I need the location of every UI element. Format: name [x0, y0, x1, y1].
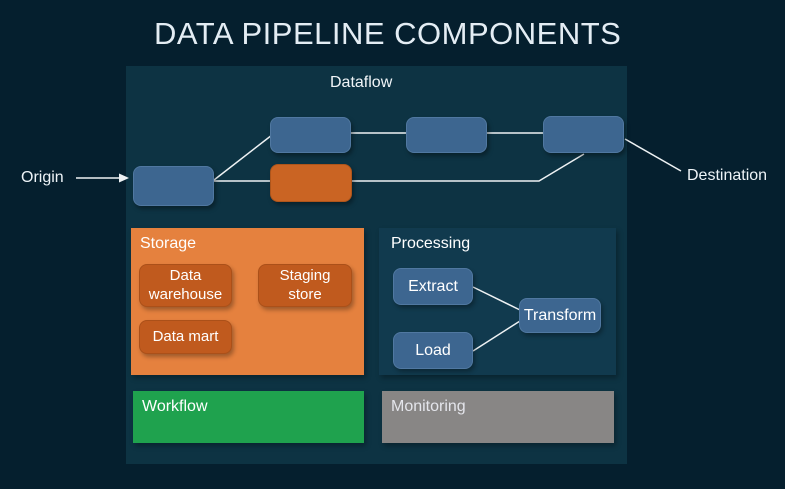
storage-item-label: Data mart: [152, 327, 219, 345]
destination-label: Destination: [687, 167, 768, 184]
monitoring-panel-label: Monitoring: [391, 398, 466, 415]
processing-node-label: Load: [415, 341, 451, 359]
storage-item-staging-store: Staging store: [258, 264, 352, 307]
processing-connector-layer: [472, 286, 521, 352]
workflow-panel: Workflow: [133, 391, 364, 443]
processing-node-extract: Extract: [393, 268, 473, 305]
processing-node-label: Extract: [408, 277, 458, 295]
storage-item-label: Staging store: [279, 266, 331, 303]
pipeline-node-top-1: [270, 117, 351, 153]
origin-label: Origin: [21, 169, 64, 186]
monitoring-panel: Monitoring: [382, 391, 614, 443]
connector-extract-transform: [472, 286, 521, 311]
pipeline-node-top-2: [406, 117, 487, 153]
storage-item-data-mart: Data mart: [139, 320, 232, 354]
connector-node1-node2: [213, 134, 273, 181]
storage-item-data-warehouse: Data warehouse: [139, 264, 232, 307]
processing-panel-label: Processing: [391, 235, 471, 252]
processing-node-label: Transform: [523, 306, 597, 324]
processing-node-load: Load: [393, 332, 473, 369]
processing-panel: Processing Extract Load Transform: [379, 228, 616, 375]
page-title: DATA PIPELINE COMPONENTS: [154, 16, 622, 51]
workflow-panel-label: Workflow: [142, 398, 208, 415]
processing-node-transform: Transform: [519, 298, 601, 333]
pipeline-node-storage: [270, 164, 352, 202]
storage-item-label: Data warehouse: [148, 266, 223, 303]
storage-panel: Storage Data warehouse Staging store Dat…: [131, 228, 364, 375]
pipeline-node-sink: [543, 116, 624, 153]
origin-arrow-head: [119, 173, 129, 183]
pipeline-node-source: [133, 166, 214, 206]
dataflow-panel-label: Dataflow: [330, 74, 393, 91]
storage-panel-label: Storage: [140, 235, 197, 252]
connector-node4-destination: [624, 138, 682, 172]
connector-load-transform: [472, 320, 521, 352]
